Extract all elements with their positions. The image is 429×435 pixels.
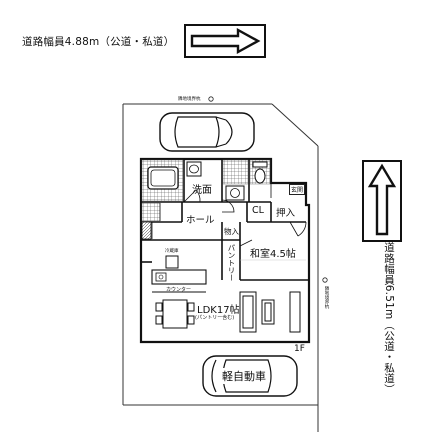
room-label-oshiire: 押入 (276, 208, 296, 219)
door-swings (140, 183, 307, 262)
room-label-hall: ホール (186, 215, 215, 226)
room-label-closet: CL (252, 205, 264, 216)
label-fridge: 冷蔵庫 (165, 249, 179, 254)
right-arrow-icon (184, 24, 266, 58)
room-label-washroom: 洗面 (192, 185, 212, 196)
building-outline (139, 157, 311, 344)
tv-board (289, 291, 301, 333)
up-arrow-icon (362, 160, 402, 242)
road-width-label-top: 道路幅員4.88m（公道・私道） (22, 36, 175, 48)
interior-walls (141, 159, 309, 281)
room-label-ldk: LDK17帖 (197, 305, 240, 316)
fridge-icon (165, 255, 179, 269)
boundary-marker-right (322, 277, 328, 283)
room-label-storage: 物入 (224, 227, 239, 236)
entrance-steps (151, 203, 161, 239)
road-width-label-right: 道路幅員6.51m（公道・私道） (383, 242, 395, 395)
boundary-marker-top (208, 96, 214, 102)
room-label-entrance: 玄関 (289, 184, 306, 195)
room-label-pantry: パントリー (227, 244, 236, 282)
sofa-icon (239, 291, 275, 333)
label-counter: カウンター (166, 287, 192, 293)
dining-table-icon (155, 299, 195, 329)
room-label-ldk-note: (パントリー含む) (195, 315, 235, 321)
car-top-icon (159, 112, 255, 152)
shoe-cabinet (141, 221, 152, 240)
site-boundary (122, 103, 319, 432)
boundary-label-top: 隣地境界杭 (178, 97, 201, 102)
room-label-japanese-room: 和室4.5帖 (250, 249, 296, 260)
boundary-label-right: 隣地境界杭 (324, 286, 329, 309)
floor-label: 1F (294, 344, 305, 354)
car-label-bottom: 軽自動車 (222, 368, 266, 384)
toilet-icon (252, 161, 268, 184)
